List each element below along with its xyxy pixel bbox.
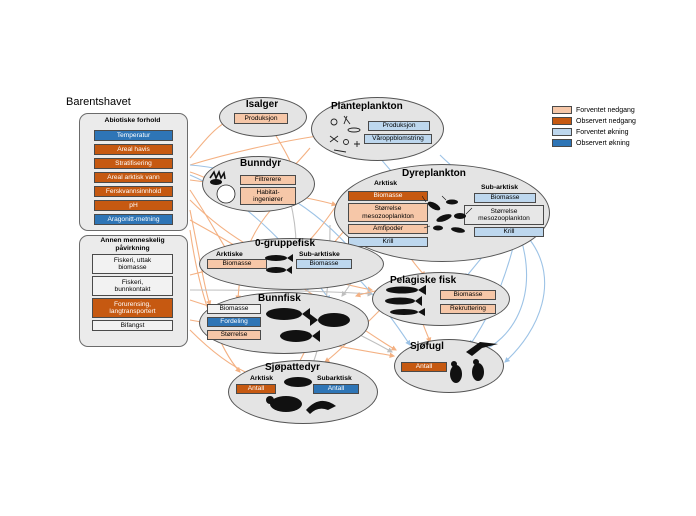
gruppefisk-subarctic-biomass: Biomasse: [296, 259, 352, 269]
legend-expected-increase: Forventet økning: [552, 128, 629, 136]
legend-swatch-expected-decline: [552, 106, 572, 114]
legend-label-observed-increase: Observert økning: [576, 139, 630, 147]
abiotic-item-aragonite: Aragonitt-metning: [94, 214, 173, 225]
human-item-pollution-line1: Forurensing,: [113, 300, 152, 308]
planteplankton-item-production: Produksjon: [368, 121, 430, 131]
dyreplankton-arctic-krill: Krill: [348, 237, 428, 247]
human-item-fishery-biomass-line1: Fiskeri, uttak: [113, 256, 152, 264]
dyreplankton-subarctic-label: Sub-arktisk: [481, 184, 519, 191]
human-item-fishery-bottom: Fiskeri, bunnkontakt: [92, 276, 173, 296]
dyreplankton-arctic-size: Størrelse mesozooplankton: [348, 203, 428, 222]
dyreplankton-arctic-biomass: Biomasse: [348, 191, 428, 201]
dyreplankton-arctic-label: Arktisk: [374, 180, 398, 187]
legend-observed-increase: Observert økning: [552, 139, 630, 147]
human-item-bycatch: Bifangst: [92, 320, 173, 331]
abiotic-item-freshwater: Ferskvannsinnhold: [94, 186, 173, 197]
marine-mammal-icon: [266, 377, 336, 414]
legend-label-expected-decline: Forventet nedgang: [576, 106, 635, 114]
dyreplankton-arctic-size-line1: Størrelse: [374, 205, 402, 213]
sjofugl-title: Sjøfugl: [410, 341, 444, 352]
human-item-pollution-line2: langtransportert: [109, 308, 156, 315]
sjopattedyr-title: Sjøpattedyr: [265, 362, 321, 373]
abiotic-item-temperature: Temperatur: [94, 130, 173, 141]
pelagisk-title: Pelagiske fisk: [390, 275, 457, 286]
legend-label-observed-decline: Observert nedgang: [576, 117, 636, 125]
juvenile-fish-icon: [265, 254, 293, 274]
diagram-title: Barentshavet: [66, 96, 131, 108]
pelagisk-item-biomass: Biomasse: [440, 290, 496, 300]
dyreplankton-subarctic-biomass: Biomasse: [474, 193, 536, 203]
bunndyr-title: Bunndyr: [240, 158, 282, 169]
abiotic-item-stratification: Stratifisering: [94, 158, 173, 169]
human-item-fishery-bottom-line2: bunnkontakt: [114, 286, 151, 293]
dyreplankton-subarctic-size: Størrelse mesozooplankton: [464, 205, 544, 225]
bunnfisk-title: Bunnfisk: [258, 293, 301, 304]
seabird-icon: [450, 342, 498, 383]
human-title-line1: Annen menneskelig: [100, 237, 165, 244]
human-item-fishery-biomass: Fiskeri, uttak biomasse: [92, 254, 173, 274]
sjofugl-item-count: Antall: [401, 362, 447, 372]
bunndyr-item-habitat-line1: Habitat-: [256, 188, 280, 196]
zooplankton-icon: [422, 195, 473, 233]
isalger-title: Isalger: [245, 99, 279, 110]
gruppefisk-arctic-biomass: Biomasse: [207, 259, 267, 269]
bunnfisk-item-distribution: Fordeling: [207, 317, 261, 327]
legend-label-expected-increase: Forventet økning: [576, 128, 629, 136]
demersal-fish-icon: [266, 308, 350, 342]
dyreplankton-arctic-size-line2: mesozooplankton: [362, 212, 414, 220]
human-title-line2: påvirkning: [115, 244, 150, 252]
benthos-icon: [209, 169, 236, 204]
abiotic-item-arctic-water: Areal arktisk vann: [94, 172, 173, 183]
abiotic-item-ph: pH: [94, 200, 173, 211]
bunnfisk-item-biomass: Biomasse: [207, 304, 261, 314]
bunnfisk-item-size: Størrelse: [207, 330, 261, 340]
sjopattedyr-arctic-label: Arktisk: [250, 375, 274, 382]
pelagic-fish-icon: [385, 285, 426, 316]
bunndyr-item-habitat-line2: ingeniører: [253, 196, 283, 203]
gruppefisk-subarctic-label: Sub-arktiske: [299, 251, 340, 258]
legend-observed-decline: Observert nedgang: [552, 117, 636, 125]
planteplankton-item-bloom: Våroppblomstring: [364, 134, 432, 144]
dyreplankton-subarctic-size-line1: Størrelse: [490, 207, 518, 215]
abiotic-item-sea-ice: Areal havis: [94, 144, 173, 155]
gruppefisk-arctic-label: Arktiske: [216, 251, 243, 258]
gruppefisk-title: 0-gruppefisk: [255, 238, 316, 249]
bunndyr-item-filter: Filtrerere: [240, 175, 296, 185]
legend-swatch-expected-increase: [552, 128, 572, 136]
abiotic-title: Abiotiske forhold: [104, 117, 161, 124]
sjopattedyr-arctic-count: Antall: [236, 384, 276, 394]
human-item-fishery-biomass-line2: biomasse: [118, 264, 147, 271]
dyreplankton-subarctic-krill: Krill: [474, 227, 544, 237]
phytoplankton-icon: [329, 115, 361, 153]
human-title: Annen menneskelig påvirkning: [79, 237, 186, 252]
legend-expected-decline: Forventet nedgang: [552, 106, 635, 114]
human-item-pollution: Forurensing, langtransportert: [92, 298, 173, 318]
dyreplankton-title: Dyreplankton: [402, 168, 466, 179]
bunndyr-item-habitat: Habitat- ingeniører: [240, 187, 296, 205]
sjopattedyr-subarctic-count: Antall: [313, 384, 359, 394]
dyreplankton-subarctic-size-line2: mesozooplankton: [478, 215, 530, 222]
dyreplankton-arctic-amphipods: Amfipoder: [348, 224, 428, 234]
legend-swatch-observed-decline: [552, 117, 572, 125]
legend-swatch-observed-increase: [552, 139, 572, 147]
isalger-item-production: Produksjon: [234, 113, 288, 124]
pelagisk-item-recruitment: Rekruttering: [440, 304, 496, 314]
human-item-fishery-bottom-line1: Fiskeri,: [121, 278, 144, 286]
planteplankton-title: Planteplankton: [331, 101, 403, 112]
sjopattedyr-subarctic-label: Subarktisk: [317, 375, 352, 382]
